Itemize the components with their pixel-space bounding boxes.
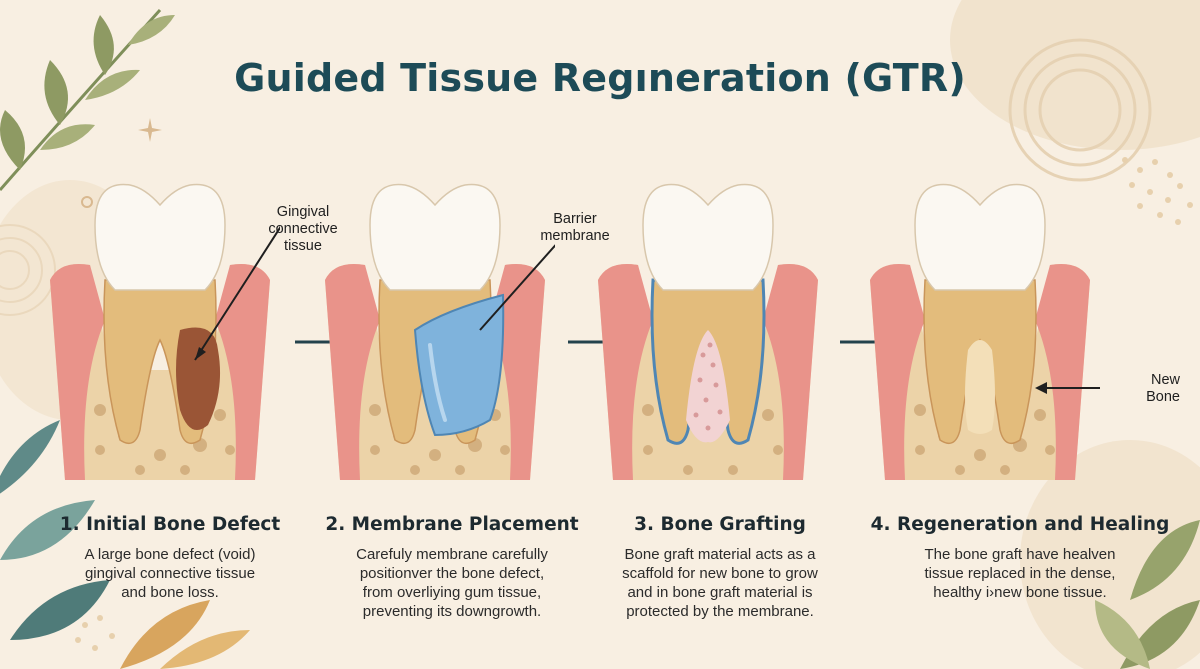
- leaf-branch-top-left: [0, 8, 175, 191]
- step-bone-grafting: 3. Bone Grafting Bone graft material act…: [570, 514, 870, 621]
- callout-gingival-connective-tissue: Gingival connective tissue: [268, 204, 338, 254]
- bone-defect: [176, 327, 221, 430]
- step-description: A large bone defect (void) gingival conn…: [84, 546, 256, 601]
- dot-pattern: [67, 157, 1193, 651]
- callout-barrier-membrane: Barrier membrane: [540, 211, 610, 244]
- leaf-cluster-bottom-right: [1095, 520, 1200, 669]
- step-regeneration-and-healing: 4. Regeneration and Healing The bone gra…: [870, 514, 1170, 602]
- diagram-membrane-placement: [315, 180, 555, 480]
- step-description: The bone graft have healven tissue repla…: [924, 546, 1116, 601]
- diagram-bone-grafting: [588, 180, 828, 480]
- step-title: 3. Bone Grafting: [634, 514, 806, 535]
- step-title: 2. Membrane Placement: [325, 514, 579, 535]
- step-description: Carefuly membrane carefully positionver …: [356, 546, 548, 620]
- leaf-cluster-bottom-left: [0, 420, 250, 669]
- page-title: Guided Tissue Regıneration (GTR): [234, 56, 966, 100]
- tooth-crown: [94, 183, 226, 291]
- diagram-initial-bone-defect: [40, 180, 280, 480]
- new-bone: [965, 340, 995, 434]
- step-title: 1. Initial Bone Defect: [59, 514, 281, 535]
- step-initial-bone-defect: 1. Initial Bone Defect A large bone defe…: [20, 514, 320, 602]
- callout-new-bone: New Bone: [1146, 372, 1180, 405]
- diagram-regeneration-and-healing: [860, 180, 1100, 480]
- sparkle-icon: [138, 118, 162, 142]
- step-description: Bone graft material acts as a scaffold f…: [622, 546, 818, 620]
- step-title: 4. Regeneration and Healing: [870, 514, 1170, 535]
- step-membrane-placement: 2. Membrane Placement Carefuly membrane …: [302, 514, 602, 621]
